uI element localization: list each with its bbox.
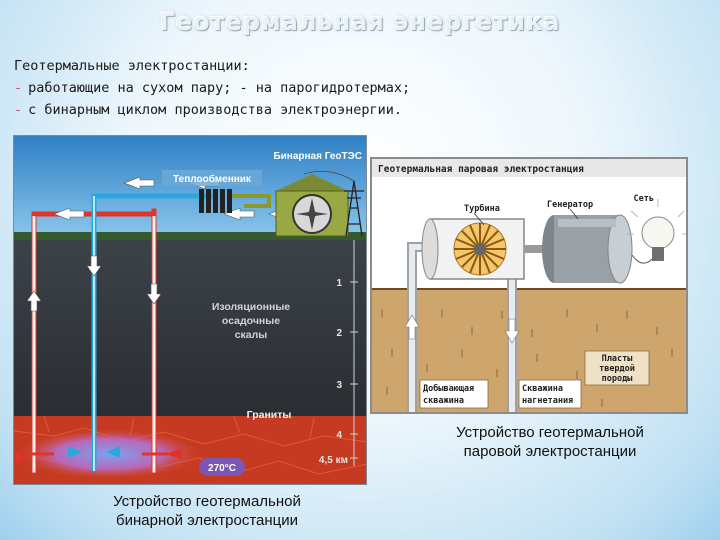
granite-label: Граниты: [247, 409, 292, 421]
depth-tick-3: 3: [336, 380, 342, 391]
turbine-label: Турбина: [464, 203, 500, 214]
injection-well-line-1: Скважина: [522, 384, 563, 394]
magma-cracks: [14, 415, 366, 475]
intro-line-1: Геотермальные электростанции:: [14, 58, 250, 74]
slide-title: Геотермальная энергетика: [159, 8, 561, 36]
depth-scale: [350, 240, 358, 466]
rock-label-line-2: твердой: [599, 364, 635, 374]
binary-plant-title: Бинарная ГеоТЭС: [273, 151, 362, 162]
steam-plant-caption: Устройство геотермальной паровой электро…: [428, 423, 672, 461]
wire: [631, 254, 653, 264]
intro-line-3: -с бинарным циклом производства электроэ…: [14, 102, 403, 118]
depth-tick-4: 4: [336, 430, 342, 441]
steam-caption-line-2: паровой электростанции: [463, 443, 637, 460]
transmission-tower: [303, 170, 364, 237]
grid-label: Сеть: [634, 194, 654, 204]
turbine-pointer: [473, 212, 485, 226]
generator-pointer: [569, 208, 579, 220]
production-well-line-2: скважина: [423, 396, 464, 406]
sedimentary-rock-layer: [14, 240, 366, 416]
intro-line-2: -работающие на сухом пару; - на парогидр…: [14, 80, 411, 96]
steam-title-bar: [372, 159, 686, 177]
layer-label-line-3: скалы: [235, 329, 268, 341]
steam-caption-line-1: Устройство геотермальной: [456, 424, 644, 441]
intro-text: Геотермальные электростанции: -работающи…: [14, 55, 410, 121]
grass: [14, 232, 366, 240]
heat-exchanger-label: Теплообменник: [173, 173, 252, 185]
production-well-line-1: Добывающая: [423, 383, 474, 394]
binary-caption-line-1: Устройство геотермальной: [113, 493, 301, 510]
rock-label-line-1: Пласты: [602, 354, 633, 364]
steam-sky: [372, 159, 686, 289]
flow-arrows: [26, 176, 300, 312]
depth-tick-2: 2: [336, 328, 342, 339]
steam-plant-title: Геотермальная паровая электростанция: [378, 164, 584, 175]
steam-plant-diagram: Геотермальная паровая электростанция: [370, 157, 688, 414]
binary-plant-diagram: 1 2 3 4 4,5 км Бинарная ГеоТЭС Теплообме…: [13, 135, 367, 485]
red-pipes: [31, 208, 157, 474]
turbine: [421, 218, 554, 280]
depth-tick-5: 4,5 км: [319, 455, 348, 466]
temperature-badge: [199, 458, 245, 476]
layer-label-line-1: Изоляционные: [212, 301, 290, 313]
generator-label: Генератор: [547, 200, 593, 210]
rock-label-line-3: породы: [602, 374, 633, 384]
steam-diagram-svg: Геотермальная паровая электростанция: [372, 159, 686, 412]
generator: [542, 214, 633, 284]
injection-well-label: Скважина нагнетания: [518, 379, 582, 409]
temperature-label: 270°C: [208, 463, 236, 474]
production-well-label: Добывающая скважина: [419, 379, 489, 409]
heat-exchanger-coils: [199, 189, 271, 213]
power-plant-building: [275, 174, 349, 237]
depth-tick-1: 1: [336, 278, 342, 289]
rock-layer-label: Пласты твердой породы: [584, 350, 650, 386]
layer-label-line-2: осадочные: [222, 315, 280, 327]
binary-diagram-svg: 1 2 3 4 4,5 км Бинарная ГеоТЭС Теплообме…: [14, 136, 366, 484]
binary-plant-caption: Устройство геотермальной бинарной электр…: [84, 492, 330, 530]
injection-well-line-2: нагнетания: [522, 396, 573, 406]
heat-exchanger-label-bg: [162, 170, 262, 186]
circulation-arrows: [16, 446, 182, 464]
binary-caption-line-2: бинарной электростанции: [116, 512, 298, 529]
light-bulb-icon: [626, 199, 686, 261]
